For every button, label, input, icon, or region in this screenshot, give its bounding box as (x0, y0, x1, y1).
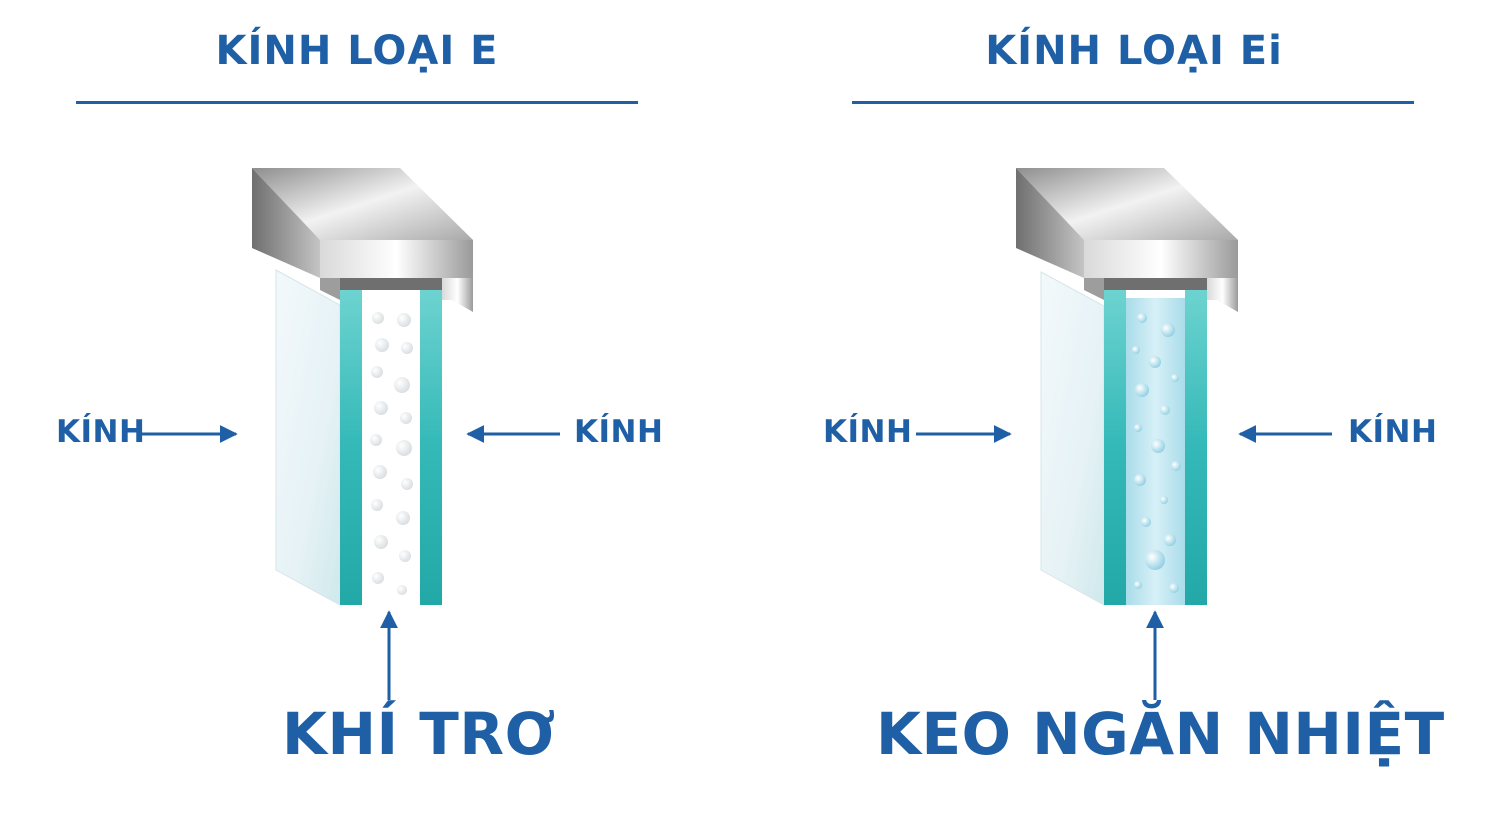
aluminum-frame (1016, 168, 1238, 312)
core-label: KHÍ TRƠ (282, 700, 556, 768)
right-glass-pane (420, 285, 442, 605)
title-divider (76, 101, 638, 104)
gas-bubbles (370, 312, 413, 595)
panel-glass-type-e: KÍNH LOẠI E (56, 28, 664, 768)
right-glass-pane (1185, 285, 1207, 605)
left-glass-pane (340, 285, 362, 605)
right-glass-label: KÍNH (574, 414, 664, 450)
left-glass-pane (1104, 285, 1126, 605)
title-divider (852, 101, 1414, 104)
left-glass-label: KÍNH (56, 414, 146, 450)
panel-glass-type-ei: KÍNH LOẠI Ei (750, 0, 1500, 818)
glass-side-face (275, 269, 341, 606)
aluminum-frame (252, 168, 473, 312)
right-glass-label: KÍNH (1348, 414, 1438, 450)
glass-unit-illustration-e (142, 168, 560, 700)
glass-side-face (1040, 271, 1105, 606)
glass-unit-illustration-ei (916, 168, 1332, 700)
left-glass-label: KÍNH (823, 414, 913, 450)
panel-title: KÍNH LOẠI E (215, 28, 499, 74)
gel-droplets (1132, 313, 1181, 593)
panel-title: KÍNH LOẠI Ei (985, 28, 1283, 74)
core-label: KEO NGĂN NHIỆT (876, 700, 1445, 768)
